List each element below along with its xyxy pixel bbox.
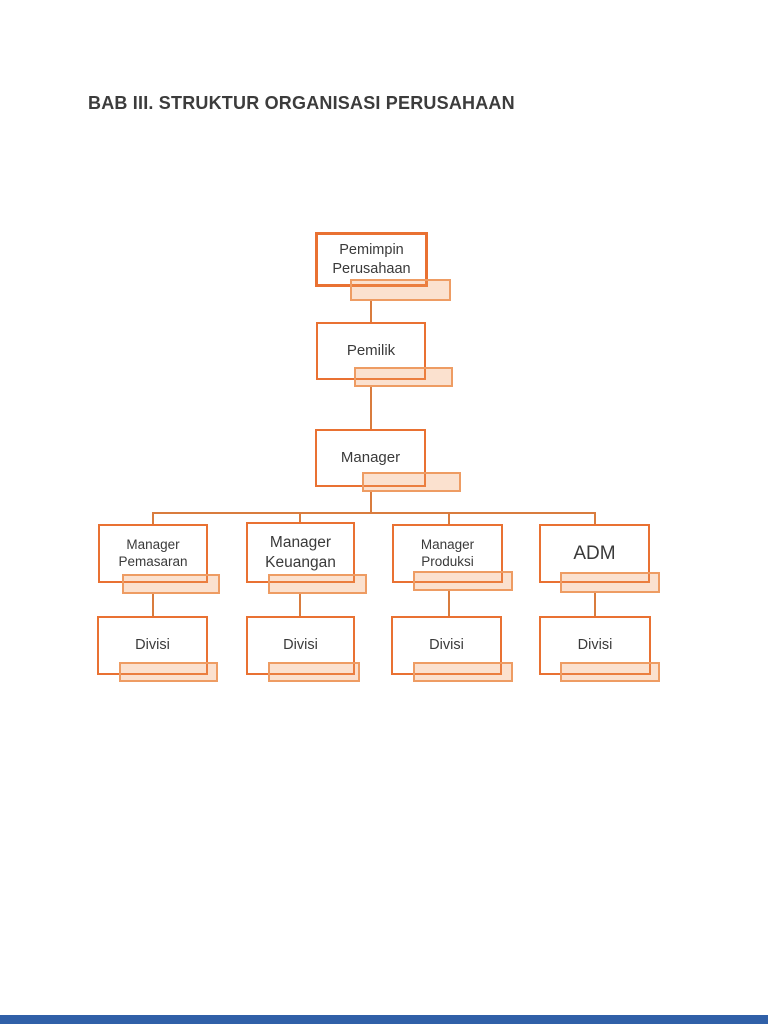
connector-drop-keuangan: [299, 512, 301, 523]
org-node-manager-pemasaran: Manager Pemasaran: [98, 524, 208, 583]
org-node-pemilik: Pemilik: [316, 322, 426, 380]
org-node-manager-produksi: Manager Produksi: [392, 524, 503, 583]
org-node-label: Divisi: [135, 637, 170, 654]
connector-drop-adm: [594, 512, 596, 525]
connector-bus-horizontal: [152, 512, 596, 514]
org-node-adm-shadow: [560, 572, 660, 593]
connector-adm-divisi: [594, 593, 596, 617]
connector-manager-bus: [370, 492, 372, 513]
connector-pemasaran-divisi: [152, 594, 154, 617]
org-node-label: Pemimpin Perusahaan: [332, 242, 411, 277]
connector-pemimpin-pemilik: [370, 300, 372, 322]
connector-pemilik-manager: [370, 387, 372, 429]
org-node-divisi-keuangan: Divisi: [246, 616, 355, 675]
org-node-manager-pemasaran-shadow: [122, 574, 220, 594]
org-node-manager-keuangan-shadow: [268, 574, 367, 594]
org-node-divisi-adm: Divisi: [539, 616, 651, 675]
org-node-divisi-pemasaran: Divisi: [97, 616, 208, 675]
org-node-divisi-keuangan-shadow: [268, 662, 360, 682]
org-node-pemilik-shadow: [354, 367, 453, 387]
org-node-divisi-adm-shadow: [560, 662, 660, 682]
org-node-label: Divisi: [429, 637, 464, 654]
org-node-manager: Manager: [315, 429, 426, 487]
org-node-label: ADM: [573, 542, 616, 564]
org-node-label: Manager: [340, 448, 401, 466]
page-title: BAB III. STRUKTUR ORGANISASI PERUSAHAAN: [88, 93, 515, 113]
org-node-manager-produksi-shadow: [413, 571, 513, 591]
connector-drop-pemasaran: [152, 512, 154, 525]
footer-bar: [0, 1015, 768, 1024]
org-node-pemimpin-perusahaan: Pemimpin Perusahaan: [315, 232, 428, 287]
org-node-label: Manager Keuangan: [265, 534, 336, 571]
connector-keuangan-divisi: [299, 594, 301, 617]
org-node-label: Divisi: [577, 637, 613, 654]
org-node-label: Manager Produksi: [420, 536, 475, 569]
org-node-divisi-produksi: Divisi: [391, 616, 502, 675]
org-node-manager-keuangan: Manager Keuangan: [246, 522, 355, 583]
org-node-label: Manager Pemasaran: [118, 536, 188, 569]
org-node-label: Pemilik: [346, 341, 396, 359]
org-node-divisi-produksi-shadow: [413, 662, 513, 682]
connector-drop-produksi: [448, 512, 450, 525]
org-node-divisi-pemasaran-shadow: [119, 662, 218, 682]
org-node-label: Divisi: [283, 637, 318, 654]
org-node-pemimpin-perusahaan-shadow: [350, 279, 451, 301]
connector-produksi-divisi: [448, 591, 450, 617]
org-node-manager-shadow: [362, 472, 461, 492]
